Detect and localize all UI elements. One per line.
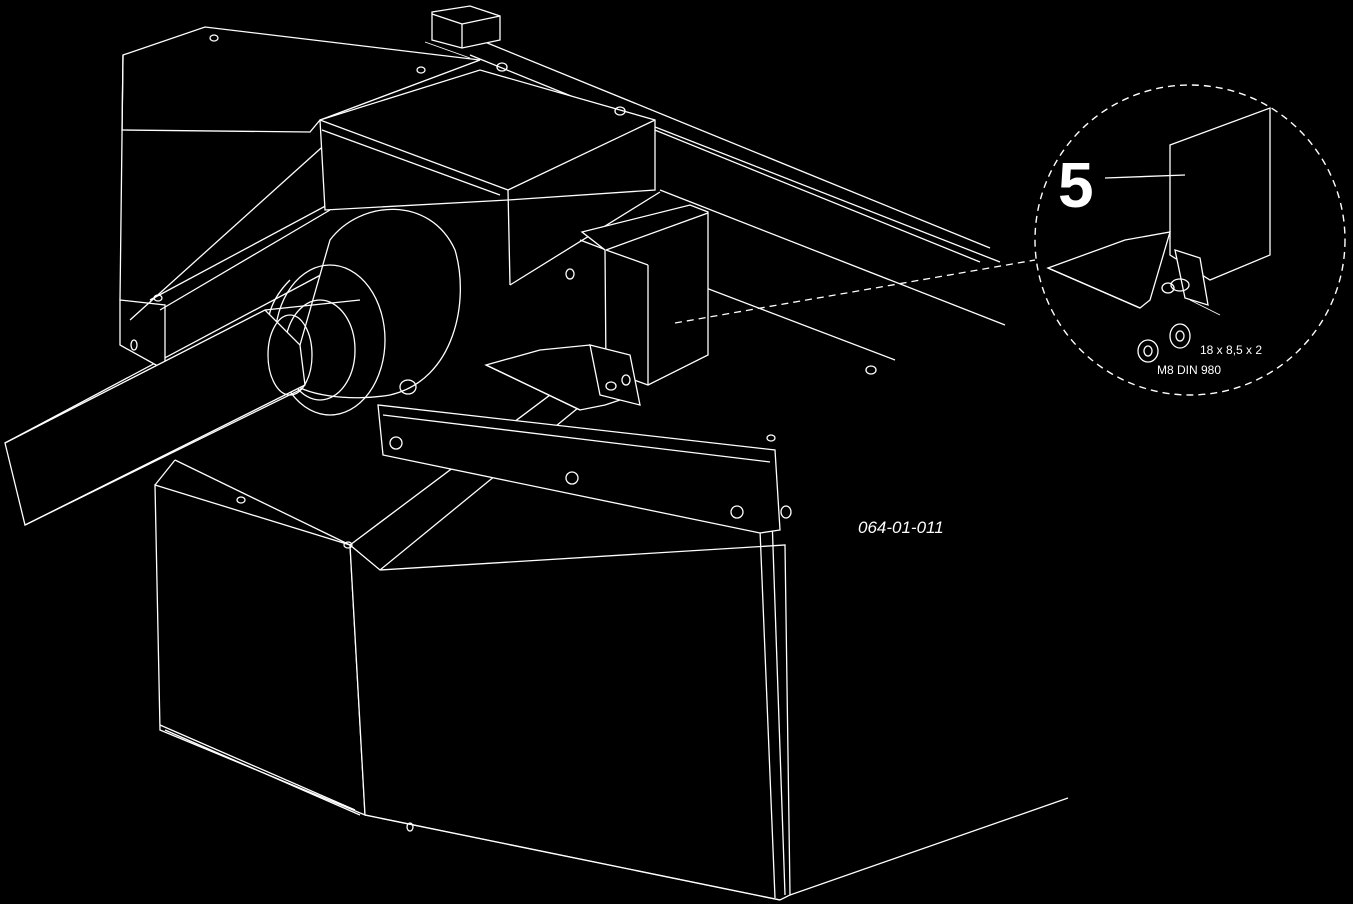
washer-spec-label: 18 x 8,5 x 2 [1200, 343, 1262, 357]
bracket-part-5 [484, 204, 877, 411]
upper-housing [119, 5, 661, 372]
callout-number: 5 [1058, 149, 1094, 221]
front-cover-plate [377, 379, 792, 534]
detail-view: 5 18 x 8,5 x 2 M8 DIN 980 [1034, 84, 1346, 396]
lower-housing [154, 379, 1069, 901]
motor-drum [4, 208, 461, 526]
nut-spec-label: M8 DIN 980 [1157, 363, 1221, 377]
drawing-number: 064-01-011 [858, 518, 944, 537]
detail-leader-line [674, 259, 1036, 324]
